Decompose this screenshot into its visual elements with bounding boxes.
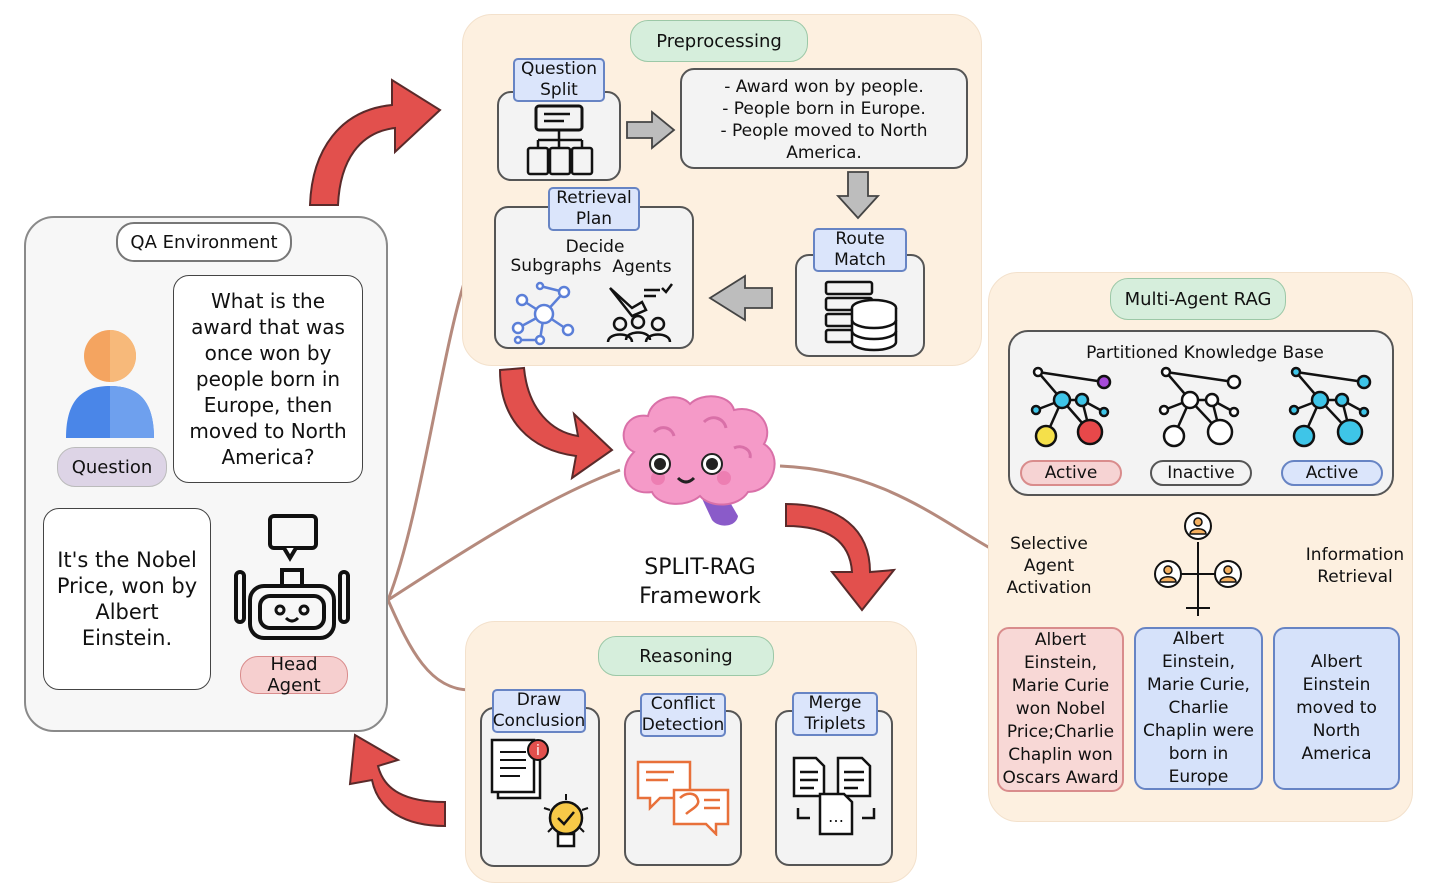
retrieval-plan-tag: Retrieval Plan	[548, 187, 640, 231]
subgraphs-label: Subgraphs	[510, 256, 602, 276]
preprocessing-title: Preprocessing	[630, 20, 808, 62]
curved-arrow-icon	[498, 366, 614, 481]
curved-arrow-icon	[785, 502, 897, 612]
sub-question: - People moved to North America.	[720, 121, 928, 163]
kb-state-badge: Active	[1281, 460, 1383, 486]
agents-label: Agents	[612, 257, 672, 277]
sub-question: - People born in Europe.	[722, 99, 926, 119]
conflict-chat-icon	[636, 760, 730, 836]
head-agent-label: Head Agent	[240, 654, 348, 696]
qa-environment-title: QA Environment	[116, 222, 292, 262]
multi-agent-rag-title: Multi-Agent RAG	[1110, 278, 1286, 320]
conclusion-idea-icon: i	[490, 738, 589, 848]
information-retrieval-label: Information Retrieval	[1305, 545, 1405, 587]
framework-line2: Framework	[639, 584, 761, 609]
conflict-detection-tag: Conflict Detection	[640, 693, 726, 737]
answer-text: It's the Nobel Price, won by Albert Eins…	[43, 508, 211, 690]
draw-conclusion-tag: Draw Conclusion	[492, 689, 586, 733]
reasoning-title: Reasoning	[598, 636, 774, 676]
question-label: Question	[57, 447, 167, 487]
subgraph-network-icon	[511, 281, 575, 346]
robot-icon	[234, 514, 350, 640]
inactive-subgraph-icon	[1158, 366, 1242, 448]
arrow-left-icon	[708, 274, 773, 322]
svg-text:…: …	[828, 807, 844, 826]
database-icon	[824, 280, 898, 352]
agent-hierarchy-icon	[1154, 512, 1242, 616]
kb-state-badge: Active	[1020, 460, 1122, 486]
question-split-tag: Question Split	[513, 58, 605, 102]
curved-arrow-icon	[348, 733, 446, 828]
brain-mascot-icon	[622, 395, 776, 526]
curved-arrow-icon	[308, 78, 442, 206]
decide-label: Decide	[565, 237, 625, 257]
knowledge-base-title: Partitioned Knowledge Base	[1086, 343, 1324, 363]
document-split-icon	[526, 104, 594, 176]
user-icon	[66, 330, 154, 438]
active-subgraph-icon	[1288, 366, 1372, 448]
framework-line1: SPLIT-RAG	[644, 555, 756, 580]
framework-title: SPLIT-RAG Framework	[600, 553, 800, 611]
merge-documents-icon: …	[792, 756, 876, 836]
retrieval-result-card: Albert Einstein, Marie Curie won Nobel P…	[997, 627, 1124, 792]
svg-text:i: i	[536, 743, 540, 759]
sub-questions-box: - Award won by people. - People born in …	[680, 68, 968, 169]
agent-selection-icon	[606, 283, 673, 343]
active-subgraph-icon	[1030, 366, 1112, 448]
sub-question: - Award won by people.	[724, 77, 924, 97]
kb-state-badge: Inactive	[1150, 460, 1252, 486]
arrow-right-icon	[626, 110, 676, 150]
retrieval-result-card: Albert Einstein, Marie Curie, Charlie Ch…	[1134, 627, 1263, 790]
route-match-tag: Route Match	[813, 228, 907, 272]
retrieval-result-card: Albert Einstein moved to North America	[1273, 627, 1400, 790]
question-text: What is the award that was once won by p…	[173, 275, 363, 483]
merge-triplets-tag: Merge Triplets	[792, 692, 878, 736]
arrow-down-icon	[835, 171, 881, 220]
selective-activation-label: Selective Agent Activation	[1006, 534, 1092, 598]
